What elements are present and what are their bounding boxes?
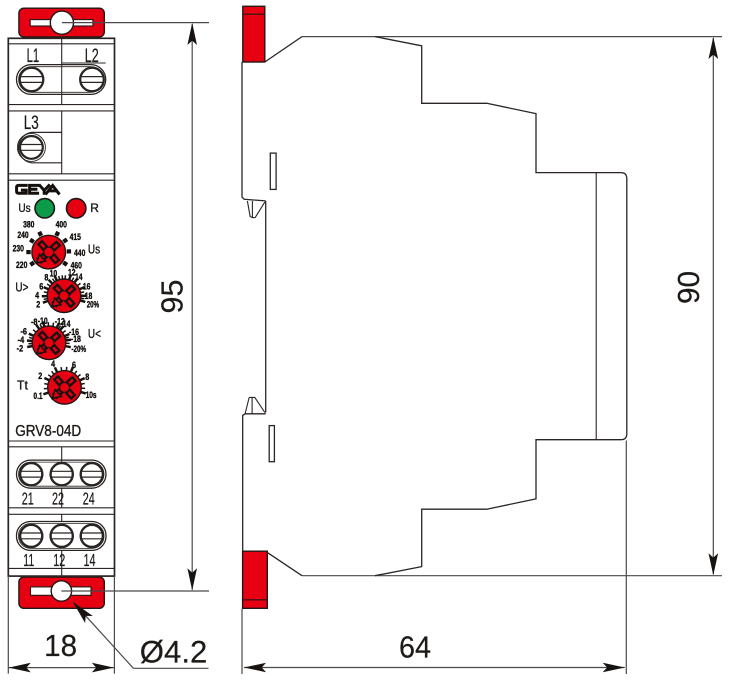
svg-text:-4: -4 (18, 335, 25, 345)
svg-text:10: 10 (50, 268, 58, 278)
svg-text:95: 95 (154, 280, 189, 314)
svg-text:400: 400 (56, 220, 67, 230)
svg-text:-6: -6 (20, 327, 27, 337)
svg-text:R: R (90, 201, 99, 215)
svg-text:Us: Us (18, 201, 30, 215)
svg-text:24: 24 (83, 489, 95, 509)
svg-text:22: 22 (52, 489, 64, 509)
svg-text:Us: Us (88, 243, 100, 257)
svg-text:L3: L3 (24, 113, 39, 134)
svg-text:-18: -18 (71, 334, 81, 344)
svg-text:11: 11 (23, 550, 34, 570)
svg-text:L1: L1 (27, 46, 40, 67)
svg-text:2: 2 (38, 371, 42, 381)
svg-text:-2: -2 (17, 344, 24, 354)
svg-text:230: 230 (13, 244, 24, 254)
svg-text:90: 90 (671, 271, 706, 304)
svg-text:U<: U< (88, 327, 101, 341)
svg-text:16: 16 (83, 281, 91, 291)
svg-text:-10: -10 (38, 316, 48, 326)
svg-text:GRV8-04D: GRV8-04D (15, 423, 81, 440)
svg-text:440: 440 (74, 248, 85, 258)
svg-text:14: 14 (75, 272, 83, 282)
svg-text:-12: -12 (55, 317, 65, 327)
svg-text:18: 18 (44, 628, 77, 663)
svg-text:Tt: Tt (17, 379, 29, 393)
svg-text:21: 21 (22, 489, 34, 509)
svg-text:12: 12 (68, 267, 76, 277)
svg-text:8: 8 (44, 273, 48, 283)
svg-text:460: 460 (71, 261, 82, 271)
svg-text:8: 8 (85, 372, 89, 382)
svg-text:-20%: -20% (71, 344, 86, 354)
svg-text:2: 2 (36, 299, 40, 309)
svg-text:20%: 20% (87, 299, 99, 309)
svg-text:10s: 10s (86, 390, 97, 400)
svg-text:L2: L2 (85, 46, 99, 67)
svg-text:Ø4.2: Ø4.2 (140, 634, 208, 670)
svg-text:220: 220 (16, 260, 27, 270)
svg-text:14: 14 (84, 550, 96, 570)
svg-text:U>: U> (15, 281, 28, 295)
svg-text:6: 6 (72, 360, 76, 370)
svg-text:12: 12 (53, 550, 65, 570)
svg-text:18: 18 (85, 291, 93, 301)
svg-text:4: 4 (35, 291, 40, 301)
svg-text:4: 4 (51, 359, 56, 369)
svg-text:380: 380 (23, 220, 34, 230)
svg-text:240: 240 (17, 230, 28, 240)
svg-text:6: 6 (39, 281, 43, 291)
svg-text:415: 415 (70, 232, 81, 242)
svg-text:0.1: 0.1 (33, 391, 42, 401)
svg-text:-8: -8 (31, 317, 38, 327)
svg-text:-14: -14 (61, 319, 72, 329)
svg-text:64: 64 (399, 630, 431, 665)
svg-text:-16: -16 (69, 327, 79, 337)
